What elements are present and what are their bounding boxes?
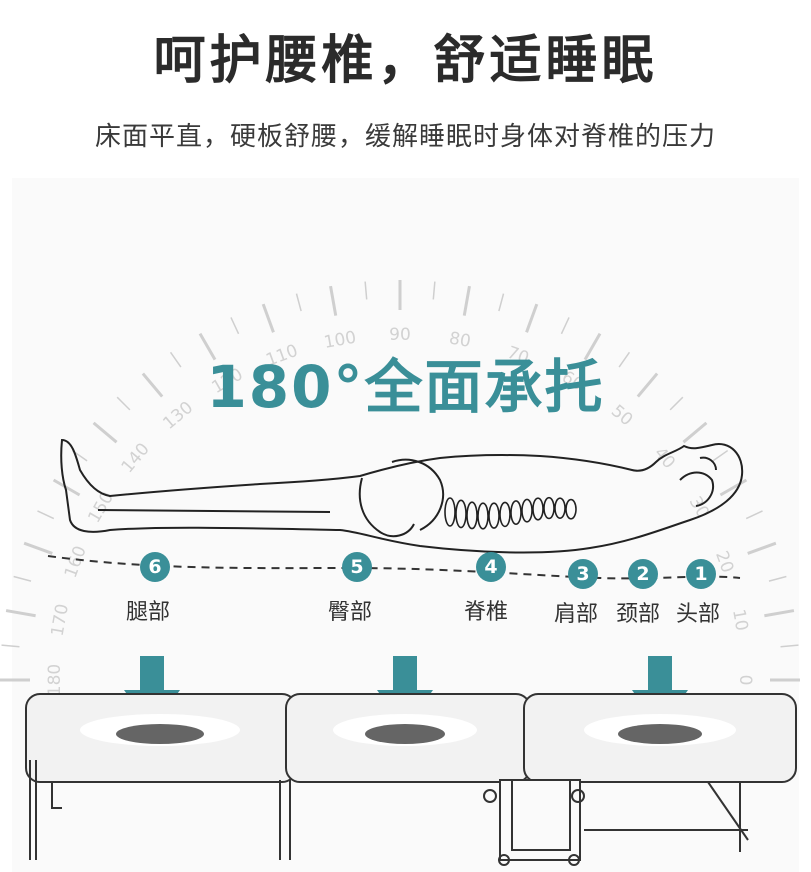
badge-spine: 4 bbox=[476, 552, 506, 582]
vertebra bbox=[455, 499, 467, 529]
dial-tick-label: 140 bbox=[118, 439, 154, 477]
vertebra bbox=[510, 500, 522, 525]
dial-tick bbox=[745, 510, 763, 520]
dial-tick-label: 10 bbox=[728, 608, 751, 633]
label-legs: 腿部 bbox=[126, 600, 171, 625]
badge-head: 1 bbox=[686, 559, 716, 589]
support-line bbox=[47, 555, 741, 580]
dial-tick bbox=[52, 478, 81, 497]
dial-tick bbox=[261, 303, 275, 333]
dial-tick bbox=[198, 332, 217, 361]
dial-tick bbox=[669, 396, 684, 411]
dial-tick bbox=[5, 609, 36, 618]
vertebra bbox=[554, 497, 566, 519]
dial-tick bbox=[364, 281, 368, 300]
dial-tick bbox=[780, 644, 799, 648]
label-neck: 颈部 bbox=[616, 602, 661, 627]
dial-tick bbox=[712, 449, 729, 462]
dial-tick bbox=[618, 351, 631, 368]
dial-tick bbox=[295, 293, 302, 312]
label-hips: 臀部 bbox=[328, 600, 373, 625]
spine-illustration bbox=[444, 496, 577, 530]
dial-tick bbox=[747, 541, 777, 555]
badge-legs: 6 bbox=[140, 552, 170, 582]
dial-tick-label: 80 bbox=[448, 329, 473, 352]
dial-tick bbox=[719, 478, 748, 497]
dial-tick bbox=[329, 285, 338, 316]
dial-tick-label: 180 bbox=[45, 664, 65, 696]
badge-shoulder: 3 bbox=[568, 559, 598, 589]
dial-tick bbox=[1, 644, 20, 648]
dial-tick bbox=[116, 396, 131, 411]
vertebra bbox=[477, 502, 489, 530]
dial-tick bbox=[498, 293, 505, 312]
vertebra bbox=[521, 498, 533, 523]
dial-tick bbox=[141, 372, 164, 398]
dial-tick-label: 90 bbox=[389, 325, 411, 345]
badge-neck: 2 bbox=[628, 559, 658, 589]
dial-tick bbox=[230, 317, 240, 335]
vertebra bbox=[543, 496, 555, 520]
human-body-illustration bbox=[60, 438, 744, 554]
vertebra bbox=[488, 502, 500, 529]
dial-tick bbox=[37, 510, 55, 520]
dial-tick bbox=[432, 281, 436, 300]
dial-tick bbox=[583, 332, 602, 361]
dial-tick bbox=[92, 421, 118, 444]
vertebra bbox=[532, 497, 544, 521]
dial-tick bbox=[768, 575, 787, 582]
dial-tick bbox=[764, 609, 795, 618]
dial-tick bbox=[636, 372, 659, 398]
dial-tick-label: 160 bbox=[61, 543, 91, 580]
dial-tick-label: 150 bbox=[84, 488, 118, 526]
dial-tick bbox=[462, 285, 471, 316]
dial-tick bbox=[560, 317, 570, 335]
label-spine: 脊椎 bbox=[464, 600, 509, 625]
dial-tick bbox=[682, 421, 708, 444]
vertebra bbox=[565, 498, 577, 520]
dial-tick bbox=[13, 575, 32, 582]
page-subtitle: 床面平直，硬板舒腰，缓解睡眠时身体对脊椎的压力 bbox=[94, 122, 716, 152]
dial-tick bbox=[525, 303, 539, 333]
dial-tick-label: 0 bbox=[735, 675, 755, 686]
vertebra bbox=[499, 501, 511, 528]
folding-bed-illustration bbox=[25, 693, 797, 866]
label-shoulder: 肩部 bbox=[554, 602, 599, 627]
dial-tick-label: 170 bbox=[48, 602, 73, 637]
dial-tick bbox=[169, 351, 182, 368]
support-headline: 180°全面承托 bbox=[206, 353, 605, 421]
page-title: 呵护腰椎，舒适睡眠 bbox=[153, 31, 658, 91]
dial-tick-label: 40 bbox=[650, 444, 679, 473]
vertebra bbox=[466, 501, 478, 530]
dial-tick bbox=[23, 541, 53, 555]
vertebra bbox=[444, 497, 456, 527]
badge-hips: 5 bbox=[342, 552, 372, 582]
label-head: 头部 bbox=[676, 602, 721, 627]
